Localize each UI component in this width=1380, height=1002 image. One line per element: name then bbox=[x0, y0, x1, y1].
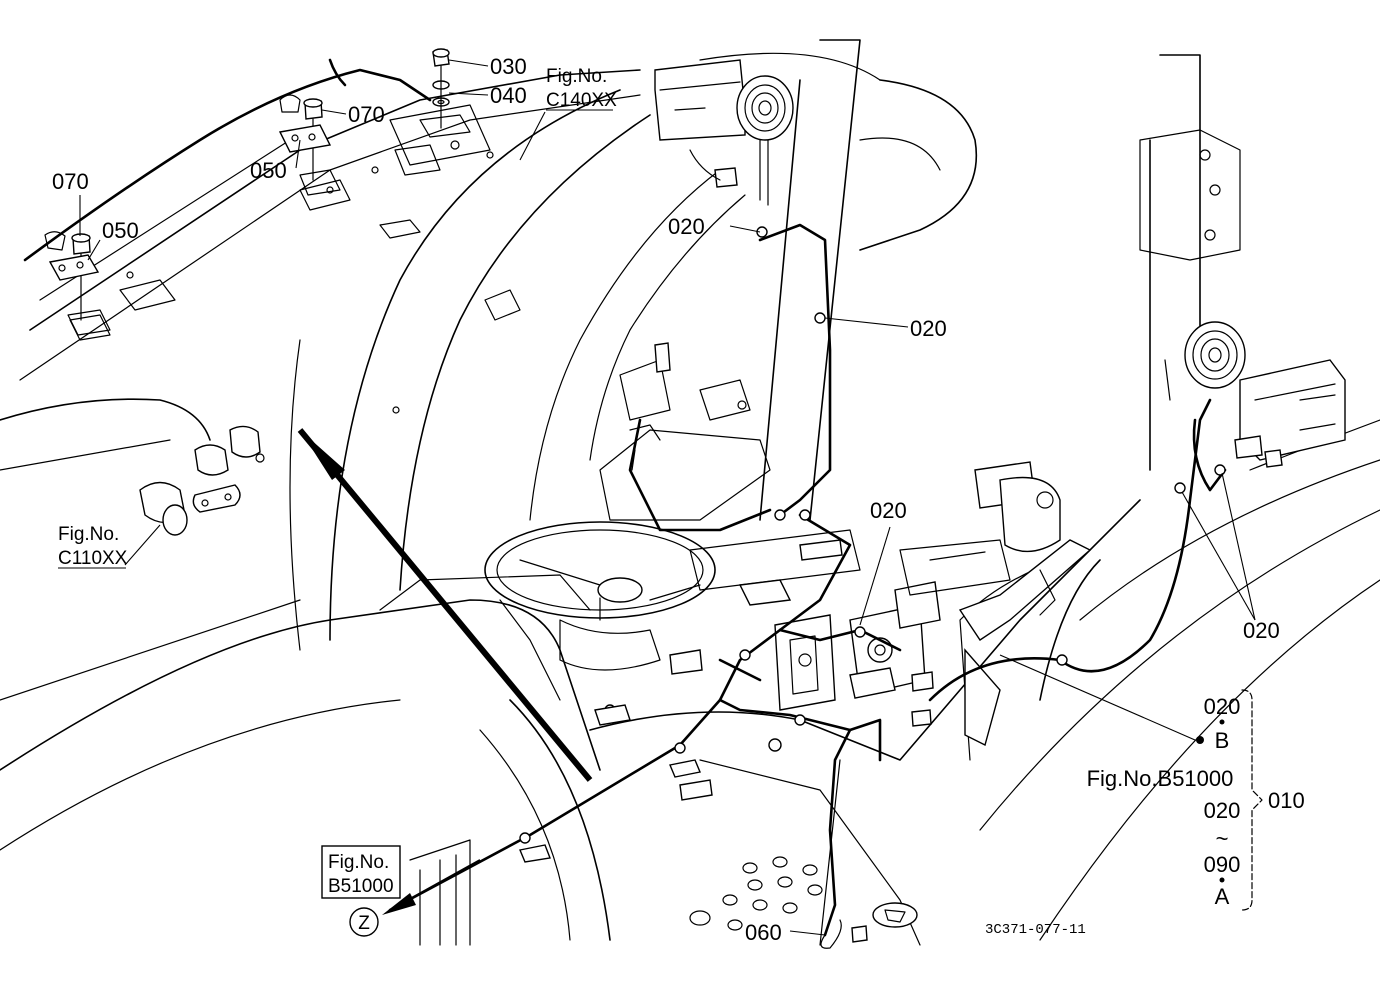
callout-030: 030 bbox=[490, 54, 527, 79]
callout-020-center: 020 bbox=[870, 498, 907, 523]
seat-switch-assembly bbox=[899, 461, 1092, 747]
svg-text:Z: Z bbox=[358, 913, 370, 934]
harness-brackets bbox=[519, 704, 701, 863]
svg-text:C140XX: C140XX bbox=[546, 90, 617, 111]
svg-text:Fig.No.: Fig.No. bbox=[328, 852, 389, 873]
z-arrow bbox=[382, 859, 481, 915]
direction-arrow bbox=[297, 428, 593, 782]
svg-text:B: B bbox=[1215, 728, 1230, 753]
leader-lines bbox=[79, 59, 1256, 936]
svg-text:A: A bbox=[1215, 884, 1230, 909]
callout-050-upper: 050 bbox=[250, 158, 287, 183]
svg-text:090: 090 bbox=[1204, 852, 1241, 877]
fig-ref-c140: Fig.No. C140XX bbox=[546, 66, 617, 111]
callout-020-top: 020 bbox=[668, 214, 705, 239]
wiring-harness bbox=[23, 58, 1227, 949]
floor-grommets bbox=[679, 779, 918, 943]
right-work-lamp bbox=[1164, 321, 1346, 468]
callout-050-lower: 050 bbox=[102, 218, 139, 243]
hardware-070-050-upper bbox=[278, 94, 341, 196]
svg-text:020: 020 bbox=[1204, 694, 1241, 719]
fig-ref-c110: Fig.No. C110XX bbox=[58, 524, 128, 569]
callout-070-upper: 070 bbox=[348, 102, 385, 127]
assembly-dot bbox=[1196, 736, 1204, 744]
callout-070-lower: 070 bbox=[52, 169, 89, 194]
left-work-lamp bbox=[654, 59, 794, 206]
part-callouts: 030 040 070 070 050 050 020 020 020 020 … bbox=[52, 54, 1280, 945]
assembly-reference: 020 B Fig.No.B51000 020 ~ 090 A 010 bbox=[1087, 689, 1305, 911]
left-bracket-parts bbox=[139, 425, 265, 536]
callout-020-right: 020 bbox=[1243, 618, 1280, 643]
z-marker: Z bbox=[349, 907, 379, 937]
fig-ref-b51000-box: Fig.No. B51000 bbox=[321, 845, 401, 899]
tractor-body-outline bbox=[0, 39, 1380, 946]
svg-text:Fig.No.: Fig.No. bbox=[546, 66, 607, 87]
svg-text:Fig.No.: Fig.No. bbox=[58, 524, 119, 545]
svg-text:~: ~ bbox=[1216, 826, 1229, 851]
callout-060: 060 bbox=[745, 920, 782, 945]
callout-040: 040 bbox=[490, 83, 527, 108]
svg-text:Fig.No.B51000: Fig.No.B51000 bbox=[1087, 766, 1234, 791]
steering-wheel bbox=[484, 521, 716, 701]
fender-brackets bbox=[69, 104, 494, 341]
svg-text:B51000: B51000 bbox=[328, 876, 394, 897]
svg-text:020: 020 bbox=[1204, 798, 1241, 823]
hardware-030-040 bbox=[419, 48, 471, 138]
hardware-070-050-lower bbox=[44, 231, 111, 336]
callout-020-mid: 020 bbox=[910, 316, 947, 341]
drawing-id: 3C371-077-11 bbox=[985, 922, 1086, 938]
assembly-item-010: 010 bbox=[1268, 788, 1305, 813]
center-controls bbox=[774, 581, 941, 727]
svg-text:C110XX: C110XX bbox=[58, 548, 128, 569]
dash-controls bbox=[392, 289, 861, 606]
